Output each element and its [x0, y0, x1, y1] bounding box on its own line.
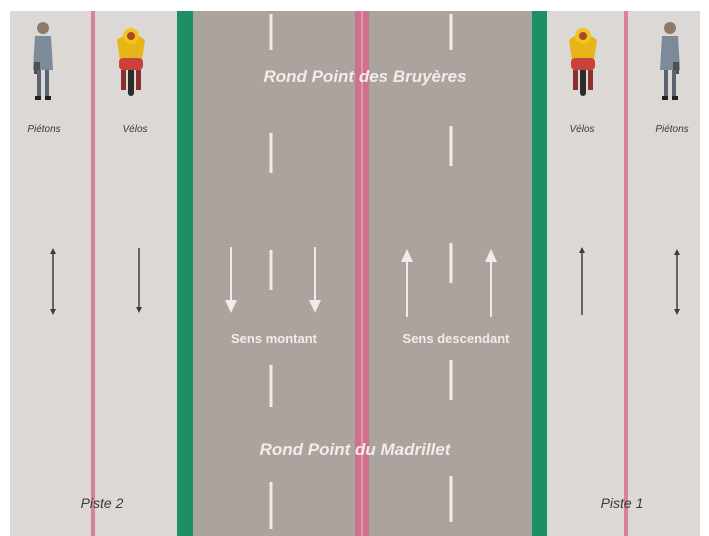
piste-label-left: Piste 2: [80, 495, 124, 511]
arrow-up-icon: [401, 249, 413, 317]
arrow-down-icon: [225, 247, 237, 313]
lane-label-pedestrians-right: Piétons: [655, 124, 689, 135]
lane-label-bikes-right: Vélos: [569, 124, 595, 135]
left-green-curb: [177, 11, 193, 536]
lane-label-pedestrians-left: Piétons: [27, 124, 61, 135]
cyclist-icon: [117, 28, 145, 96]
lane-label-bikes-left: Vélos: [122, 124, 148, 135]
road-name-bottom: Rond Point du Madrillet: [259, 440, 451, 459]
right-green-curb: [532, 11, 547, 536]
pedestrian-icon: [660, 22, 680, 100]
direction-label-left: Sens montant: [231, 331, 317, 346]
left-lane-separator: [91, 11, 95, 536]
cyclist-icon: [569, 28, 597, 96]
piste-label-right: Piste 1: [600, 495, 644, 511]
arrow-down-icon: [309, 247, 321, 313]
arrow-up-icon: [485, 249, 497, 317]
direction-label-right: Sens descendant: [402, 331, 510, 346]
pedestrian-icon: [33, 22, 53, 100]
road-name-top: Rond Point des Bruyères: [263, 67, 467, 86]
right-lane-separator: [624, 11, 628, 536]
